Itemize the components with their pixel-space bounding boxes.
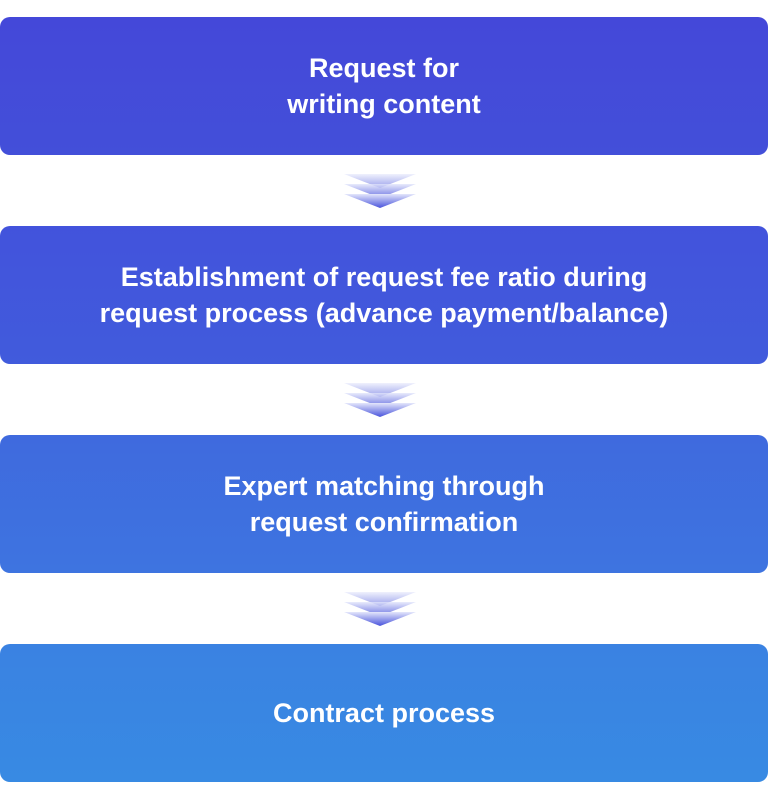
flow-step-label: Expert matching through request confirma…	[223, 471, 545, 537]
flow-step-contract: Contract process	[0, 644, 768, 782]
flow-step-label: Contract process	[272, 698, 496, 728]
chevron-down-icon	[344, 174, 416, 208]
flow-step-label: Establishment of request fee ratio durin…	[99, 262, 669, 328]
flow-step-request-writing: Request for writing content	[0, 17, 768, 155]
flow-step-fee-ratio: Establishment of request fee ratio durin…	[0, 226, 768, 364]
flow-step-label: Request for writing content	[287, 53, 481, 119]
flow-step-expert-matching: Expert matching through request confirma…	[0, 435, 768, 573]
chevron-down-icon	[344, 592, 416, 626]
chevron-down-icon	[344, 383, 416, 417]
